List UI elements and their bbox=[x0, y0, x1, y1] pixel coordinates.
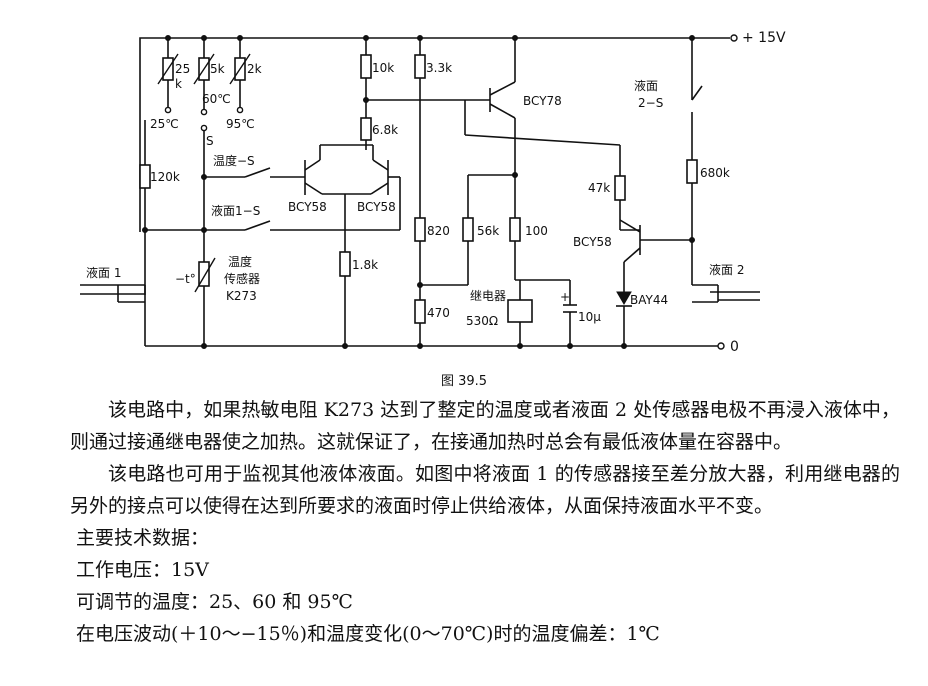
level-2s-label-b: 2−S bbox=[638, 96, 663, 110]
sensor-label-line3: K273 bbox=[226, 289, 257, 303]
r-820-label: 820 bbox=[427, 224, 450, 238]
sensor-label-line1: 温度 bbox=[228, 254, 252, 269]
level2-probe-label: 液面 2 bbox=[709, 262, 744, 277]
r-470-label: 470 bbox=[427, 306, 450, 320]
body-text: 该电路中，如果热敏电阻 K273 达到了整定的温度或者液面 2 处传感器电极不再… bbox=[70, 394, 900, 650]
paragraph-1: 该电路中，如果热敏电阻 K273 达到了整定的温度或者液面 2 处传感器电极不再… bbox=[70, 399, 900, 453]
cap-value: 10μ bbox=[578, 310, 601, 324]
r-10k-label: 10k bbox=[372, 61, 394, 75]
supply-label: + 15V bbox=[742, 30, 786, 46]
pot-25k-label: 25 bbox=[175, 62, 190, 76]
r-56k-label: 56k bbox=[477, 224, 499, 238]
cap-plus: + bbox=[560, 290, 570, 304]
relay-label: 继电器 bbox=[470, 289, 506, 303]
spec-temperatures: 可调节的温度：25、60 和 95℃ bbox=[76, 591, 353, 613]
temperature-switch-label: 温度−S bbox=[213, 153, 255, 168]
relay-value: 530Ω bbox=[466, 314, 498, 328]
transistor-bcy78-label: BCY78 bbox=[523, 94, 562, 108]
transistor-bcy58-left-label: BCY58 bbox=[288, 200, 327, 214]
pot-5k-label: 5k bbox=[210, 62, 225, 76]
r-1-8k-label: 1.8k bbox=[352, 258, 378, 272]
pot-25k-unit: k bbox=[175, 77, 182, 91]
r-3-3k-label: 3.3k bbox=[426, 61, 452, 75]
r-100-label: 100 bbox=[525, 224, 548, 238]
switch-s-label: S bbox=[206, 134, 214, 148]
spec-voltage: 工作电压：15V bbox=[76, 559, 209, 581]
spec-deviation: 在电压波动(＋10～−15％)和温度变化(0～70℃)时的温度偏差：1℃ bbox=[76, 623, 660, 645]
tap-25-label: 25℃ bbox=[150, 117, 179, 131]
sensor-label-line2: 传感器 bbox=[224, 271, 260, 286]
paragraph-2: 该电路也可用于监视其他液体液面。如图中将液面 1 的传感器接至差分放大器，利用继… bbox=[70, 463, 900, 517]
r-47k-label: 47k bbox=[588, 181, 610, 195]
pot-arrows bbox=[157, 53, 251, 293]
transistor-bcy58-right-label: BCY58 bbox=[573, 235, 612, 249]
thermistor-mark: −t° bbox=[175, 272, 196, 286]
junction-dots bbox=[142, 35, 695, 349]
tap-60-label: 60℃ bbox=[202, 92, 231, 106]
r-680k-label: 680k bbox=[700, 166, 730, 180]
r-6-8k-label: 6.8k bbox=[372, 123, 398, 137]
figure-caption: 图 39.5 bbox=[440, 374, 488, 389]
pot-2k-label: 2k bbox=[247, 62, 262, 76]
r-120k-label: 120k bbox=[150, 170, 180, 184]
spec-title: 主要技术数据： bbox=[76, 527, 210, 549]
transistor-bcy58-mid-label: BCY58 bbox=[357, 200, 396, 214]
level-2s-label-a: 液面 bbox=[634, 78, 658, 93]
level1-probe-label: 液面 1 bbox=[86, 265, 121, 280]
tap-95-label: 95℃ bbox=[226, 117, 255, 131]
wires bbox=[80, 37, 760, 347]
diode-label: BAY44 bbox=[630, 293, 668, 307]
circuit-schematic: + 15V 0 25 k 5k 2k 60℃ 25℃ 95℃ S 120k 10… bbox=[80, 30, 786, 355]
level-1s-label: 液面1−S bbox=[211, 203, 260, 218]
terminals bbox=[164, 34, 738, 350]
ground-label: 0 bbox=[730, 339, 739, 355]
